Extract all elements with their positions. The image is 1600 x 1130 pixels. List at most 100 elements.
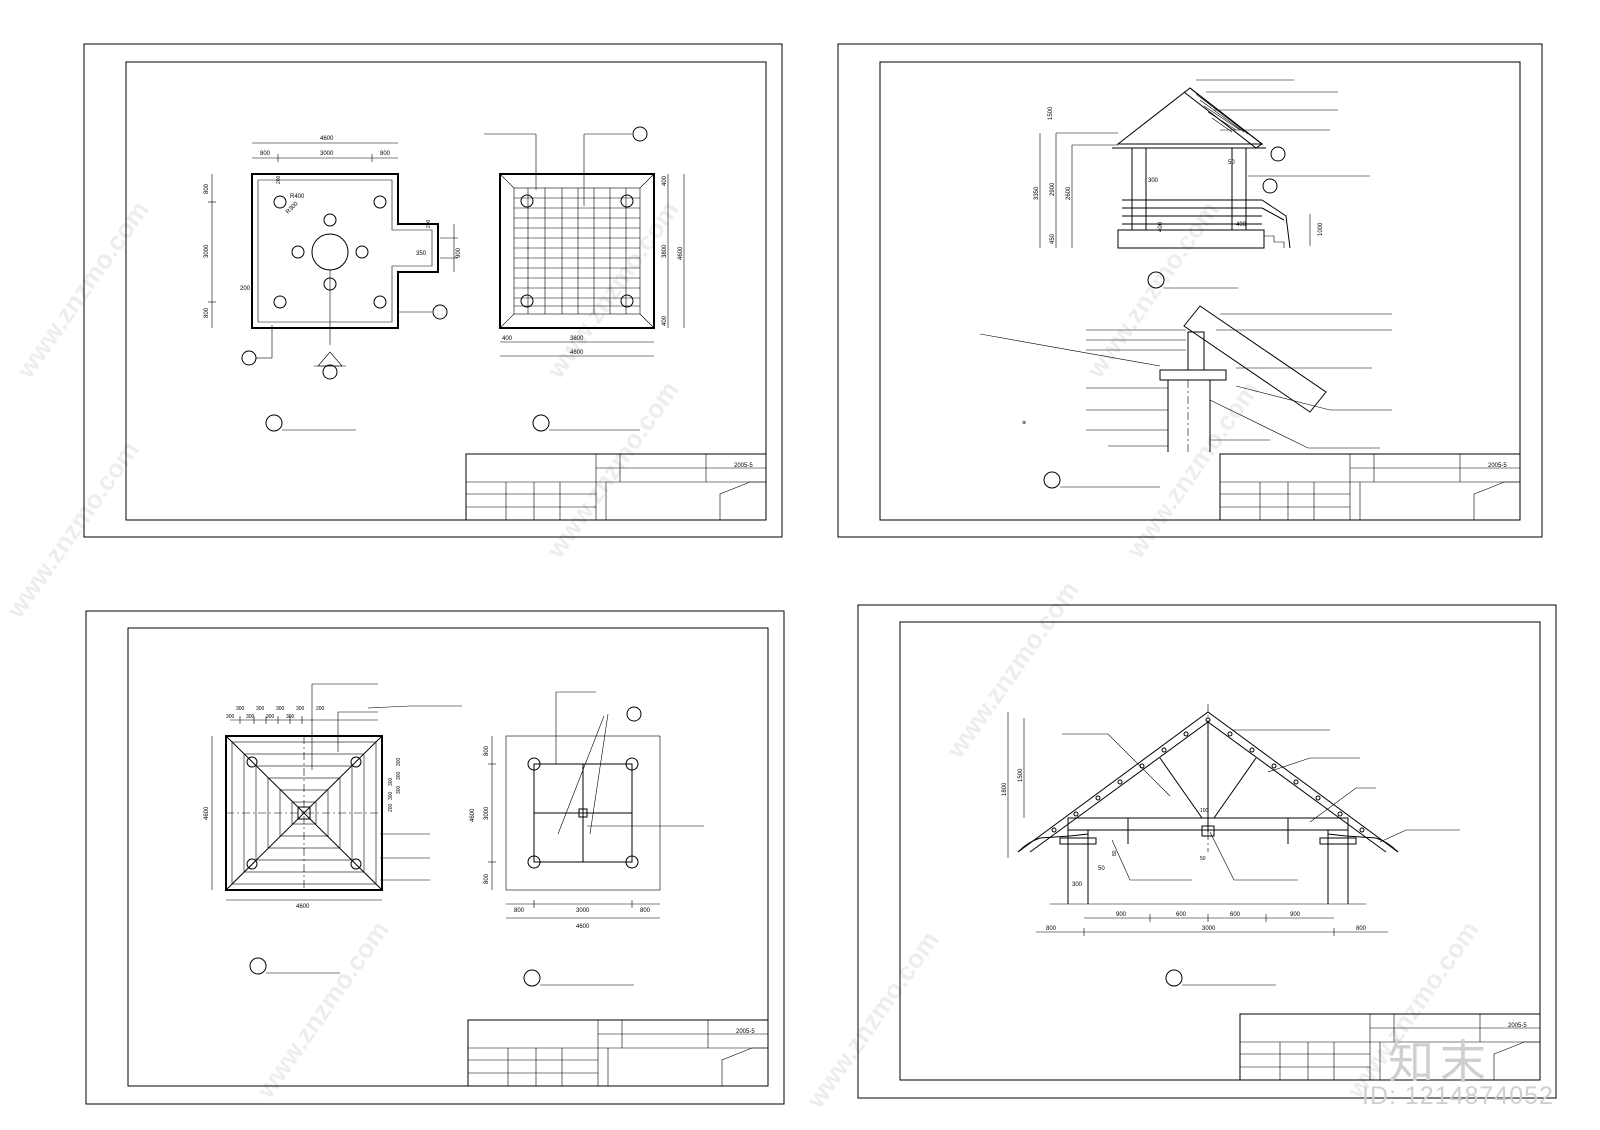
title-block-1: 2005-5 xyxy=(465,453,767,521)
dim-plan-v2: 3000 xyxy=(204,244,210,258)
dim-truss-50a: 50 xyxy=(1098,866,1105,872)
watermark-text: www.znzmo.com xyxy=(800,925,945,1114)
watermark-text: www.znzmo.com xyxy=(540,375,685,564)
dim-truss-600a: 600 xyxy=(1176,912,1187,918)
dim-grid-7: 400 xyxy=(662,315,668,326)
dim-col-8: 4600 xyxy=(470,808,476,822)
dim-grid-6: 4600 xyxy=(678,246,684,260)
watermark-id: ID: 1214874052 xyxy=(1362,1082,1554,1110)
roof-truss-section: 1800 1500 900 600 600 900 800 3000 800 3… xyxy=(1002,704,1460,987)
sheet-4: 2005-5 xyxy=(857,604,1557,1099)
dim-elev-col: 2900 xyxy=(1050,182,1056,196)
dim-elev-base: 450 xyxy=(1050,233,1056,244)
dim-frame-r5: 300 xyxy=(388,791,394,800)
dim-truss-300: 300 xyxy=(1072,882,1083,888)
dim-plan-v1: 800 xyxy=(204,183,210,194)
drawing-number-marker xyxy=(249,957,267,975)
drawing-number-marker xyxy=(1165,969,1183,987)
watermark-text: www.znzmo.com xyxy=(1120,375,1265,564)
dim-frame-r3: 300 xyxy=(396,785,402,794)
dim-truss-80: 80 xyxy=(1112,850,1118,856)
dim-frame-5: 200 xyxy=(316,706,325,712)
dim-elev-400b: 400 xyxy=(1236,222,1247,228)
roof-frame-plan: 300 300 300 300 200 300 300 300 300 4600… xyxy=(204,683,462,975)
dim-col-1: 800 xyxy=(514,908,525,914)
title-block-2: 2005-5 xyxy=(1219,453,1521,521)
dim-elev-300: 300 xyxy=(1148,178,1159,184)
dim-plan-left: 800 xyxy=(260,151,271,157)
dim-elev-total: 3350 xyxy=(1034,186,1040,200)
dim-col-5: 3000 xyxy=(484,806,490,820)
pavilion-elevation: 1500 3350 2900 2600 450 300 50 400 400 1… xyxy=(1034,79,1370,289)
dim-grid-4: 400 xyxy=(662,175,668,186)
sheet-2: 2005-5 1500 3350 2900 2600 45 xyxy=(837,43,1543,538)
drawing-number-marker xyxy=(1043,471,1061,489)
dim-elev-rail: 1000 xyxy=(1318,222,1324,236)
dim-frame-r6: 200 xyxy=(388,803,394,812)
dim-truss-3000: 3000 xyxy=(1202,926,1216,932)
dim-frame-9: 300 xyxy=(286,714,295,720)
dim-frame-r4: 300 xyxy=(388,777,394,786)
sheet-1: 2005-5 4600 800 xyxy=(83,43,783,538)
dim-truss-900a: 900 xyxy=(1116,912,1127,918)
title-block-4: 2005-5 xyxy=(1239,1013,1541,1081)
dim-frame-3: 300 xyxy=(276,706,285,712)
floor-plan: 4600 800 3000 800 800 3000 800 200 R400 … xyxy=(204,136,462,380)
dim-frame-8: 300 xyxy=(266,714,275,720)
watermark-brand: 知末 xyxy=(1388,1035,1492,1089)
dim-frame-7: 300 xyxy=(246,714,255,720)
dim-truss-800b: 800 xyxy=(1356,926,1367,932)
dim-plan-step: 200 xyxy=(426,219,432,228)
dim-frame-width: 4600 xyxy=(296,904,310,910)
detail-mark: ⊕ xyxy=(1022,420,1026,426)
dim-elev-400a: 400 xyxy=(1158,221,1164,232)
roof-joint-detail: ⊕ xyxy=(979,305,1392,489)
dim-plan-350: 350 xyxy=(416,251,427,257)
drawing-number-marker xyxy=(532,414,550,432)
dim-col-6: 800 xyxy=(484,873,490,884)
dim-col-2: 3000 xyxy=(576,908,590,914)
dim-frame-1: 300 xyxy=(236,706,245,712)
roof-grid-plan: 400 3800 4600 400 3800 4600 400 xyxy=(484,126,685,357)
dim-elev-2600: 2600 xyxy=(1066,186,1072,200)
dim-truss-1800: 1800 xyxy=(1002,782,1008,796)
watermark-text: www.znzmo.com xyxy=(940,575,1085,764)
title-block-3: 2005-5 xyxy=(467,1019,769,1087)
dim-col-4: 800 xyxy=(484,745,490,756)
dim-truss-800a: 800 xyxy=(1046,926,1057,932)
dim-plan-total: 4600 xyxy=(320,136,334,142)
dim-elev-roof: 1500 xyxy=(1048,106,1054,120)
dim-plan-200: 200 xyxy=(240,286,251,292)
dim-elev-50: 50 xyxy=(1228,160,1235,166)
watermark-layer: www.znzmo.com www.znzmo.com www.znzmo.co… xyxy=(0,195,1485,1114)
watermark-text: www.znzmo.com xyxy=(0,435,145,624)
dim-plan-right: 800 xyxy=(380,151,391,157)
dim-truss-600b: 600 xyxy=(1230,912,1241,918)
dim-plan-wall: 200 xyxy=(276,175,282,184)
dim-grid-3: 4600 xyxy=(570,350,584,356)
dim-plan-900: 900 xyxy=(456,247,462,258)
drawing-number-marker xyxy=(523,969,541,987)
title-block-date: 2005-5 xyxy=(1488,463,1507,469)
dim-col-3: 800 xyxy=(640,908,651,914)
dim-frame-height: 4600 xyxy=(204,806,210,820)
dim-truss-1500: 1500 xyxy=(1018,768,1024,782)
title-block-date: 2005-5 xyxy=(734,463,753,469)
column-plan: 800 3000 800 800 3000 800 4600 4600 xyxy=(470,691,704,987)
dim-grid-2: 3800 xyxy=(570,336,584,342)
dim-truss-100: 100 xyxy=(1200,808,1209,814)
dim-grid-1: 400 xyxy=(502,336,513,342)
title-block-date: 2005-5 xyxy=(1508,1023,1527,1029)
sheet-3: 2005-5 300 300 300 300 200 300 xyxy=(85,610,785,1105)
drawing-number-marker xyxy=(265,414,283,432)
dim-plan-r300: R300 xyxy=(285,201,300,216)
dim-frame-2: 300 xyxy=(256,706,265,712)
dim-frame-6: 300 xyxy=(226,714,235,720)
dim-plan-r400: R400 xyxy=(290,194,305,200)
watermark-text: www.znzmo.com xyxy=(250,915,395,1104)
dim-plan-v3: 800 xyxy=(204,307,210,318)
dim-truss-900b: 900 xyxy=(1290,912,1301,918)
dim-frame-r1: 300 xyxy=(396,757,402,766)
title-block-date: 2005-5 xyxy=(736,1029,755,1035)
